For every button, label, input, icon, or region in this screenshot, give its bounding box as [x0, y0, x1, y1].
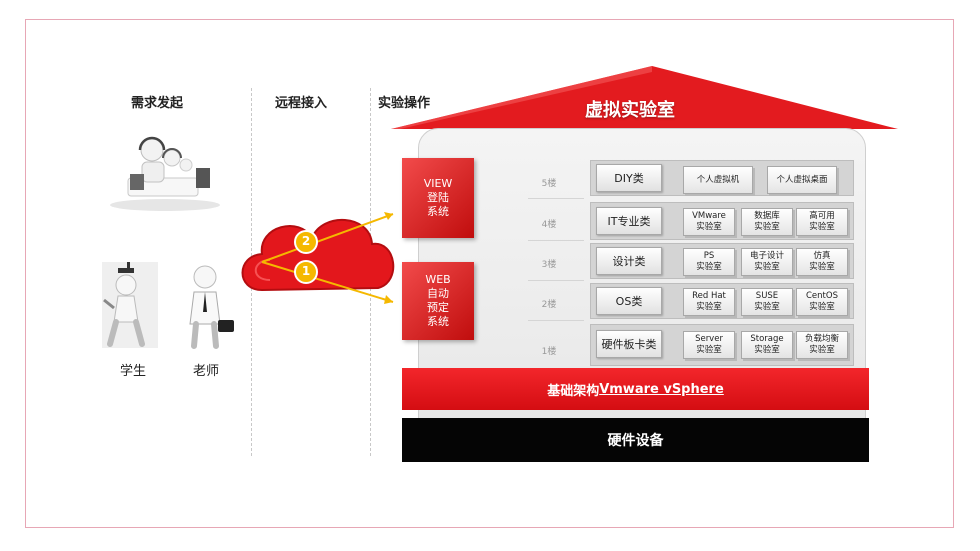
teacher-label: 老师	[193, 364, 220, 379]
lab-electronic-design: 电子设计 实验室	[741, 248, 793, 276]
lab-vmware: VMware 实验室	[683, 208, 735, 236]
category-diy: DIY类	[596, 164, 662, 192]
floor-line	[528, 240, 584, 241]
category-hardware-board: 硬件板卡类	[596, 330, 662, 358]
floor-line	[528, 280, 584, 281]
call-center-icon	[110, 136, 220, 211]
lab-high-availability: 高可用 实验室	[796, 208, 848, 236]
lab-server: Server 实验室	[683, 331, 735, 359]
step-number: 1	[301, 264, 311, 278]
infrastructure-platform: Vmware vSphere	[599, 381, 724, 397]
teacher-icon	[189, 265, 234, 349]
floor-level: 3楼	[541, 260, 557, 270]
category-design: 设计类	[596, 247, 662, 275]
floor-level: 4楼	[541, 220, 557, 230]
column-title-remote: 远程接入	[275, 96, 328, 111]
infrastructure-prefix: 基础架构	[547, 383, 600, 399]
web-booking-system: WEB 自动 预定 系统	[402, 262, 474, 340]
lab-personal-desktop: 个人虚拟桌面	[767, 166, 837, 194]
lab-redhat: Red Hat 实验室	[683, 288, 735, 316]
lab-load-balancing: 负载均衡 实验室	[796, 331, 848, 359]
roof-shape	[391, 66, 898, 129]
student-label: 学生	[120, 364, 147, 379]
floor-level: 2楼	[541, 300, 557, 310]
floor-level: 1楼	[541, 347, 557, 357]
step-number: 2	[301, 234, 311, 248]
lab-personal-vm: 个人虚拟机	[683, 166, 753, 194]
floor-level: 5楼	[541, 179, 557, 189]
category-it: IT专业类	[596, 207, 662, 235]
roof-title: 虚拟实验室	[585, 100, 675, 121]
floor-line	[528, 198, 584, 199]
column-title-request: 需求发起	[131, 96, 184, 111]
floor-line	[528, 320, 584, 321]
lab-ps: PS 实验室	[683, 248, 735, 276]
student-icon	[102, 262, 158, 348]
lab-storage: Storage 实验室	[741, 331, 793, 359]
lab-simulation: 仿真 实验室	[796, 248, 848, 276]
category-os: OS类	[596, 287, 662, 315]
column-title-operation: 实验操作	[378, 96, 431, 111]
hardware-bar: 硬件设备	[402, 418, 869, 462]
lab-centos: CentOS 实验室	[796, 288, 848, 316]
view-login-system: VIEW 登陆 系统	[402, 158, 474, 238]
step-circle	[294, 230, 318, 254]
lab-database: 数据库 实验室	[741, 208, 793, 236]
lab-suse: SUSE 实验室	[741, 288, 793, 316]
step-circle	[294, 260, 318, 284]
diagram-frame	[25, 19, 954, 528]
